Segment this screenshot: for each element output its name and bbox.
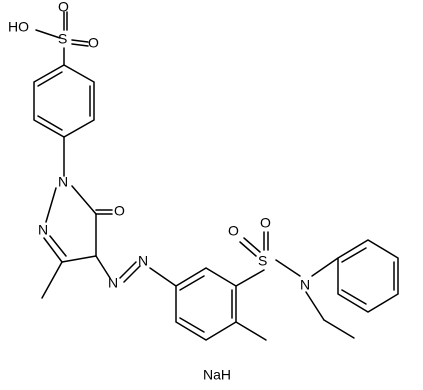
- label-sulfonamide-sulfur: S: [258, 253, 267, 269]
- bond-n1-c5: [71, 185, 97, 215]
- bond-n-phenyl: [311, 257, 339, 277]
- benzene-ring-right-inner-3: [341, 289, 367, 305]
- label-azo-n1: N: [108, 275, 118, 291]
- label-sulfonamide-oxygen-2: O: [260, 215, 271, 231]
- label-sulfonyl-oxygen-top-2: O: [88, 35, 99, 51]
- bond-n-ethyl-1: [305, 291, 325, 321]
- bond-c4-azo: [95, 255, 111, 279]
- label-azo-n2: N: [138, 253, 148, 269]
- benzene-ring-middle-inner-3: [179, 317, 205, 333]
- bond-s-o-right-2: [71, 43, 89, 47]
- benzene-ring-right: [337, 239, 399, 313]
- bond-s2-o-left: [239, 241, 257, 257]
- bond-c3-c4: [61, 255, 97, 263]
- benzene-ring-top: [33, 64, 95, 138]
- bond-n1-n2: [45, 187, 57, 223]
- label-sulfonamide-nitrogen: N: [300, 277, 310, 293]
- label-sulfonyl-sulfur-top: S: [58, 31, 67, 47]
- benzene-ring-top-inner-1: [37, 71, 63, 87]
- benzene-ring-middle: [175, 267, 237, 341]
- bond-azo-double: [119, 261, 137, 279]
- label-pyrazole-n1: N: [58, 174, 68, 190]
- bond-n-ethyl-2: [323, 319, 355, 339]
- label-pyrazole-n2: N: [38, 222, 48, 238]
- label-sulfonamide-oxygen-1: O: [228, 223, 239, 239]
- label-counter-ion: NaH: [203, 367, 231, 383]
- bond-n2-c3-double: [49, 235, 67, 257]
- bond-s2-o-left-2: [243, 237, 261, 253]
- label-hydroxyl: HO: [8, 19, 29, 35]
- bond-ring-s: [235, 269, 265, 287]
- bond-s-o-right: [71, 39, 89, 43]
- bond-c3-methyl: [41, 261, 63, 299]
- bond-s2-n: [275, 259, 301, 277]
- bond-n2-c3: [43, 237, 63, 263]
- label-sulfonyl-oxygen-top-1: O: [58, 0, 69, 15]
- bond-azo-ring: [149, 267, 177, 287]
- benzene-ring-right-inner-1: [341, 247, 367, 263]
- benzene-ring-top-inner-3: [37, 115, 63, 131]
- bonds: [33, 11, 399, 341]
- bond-ho-s: [35, 29, 61, 39]
- bond-ring-methyl: [235, 321, 267, 341]
- label-carbonyl-oxygen: O: [114, 203, 125, 219]
- benzene-ring-middle-inner-1: [179, 275, 205, 291]
- bond-azo-double-2: [123, 265, 141, 283]
- atom-labels: HO S O O N N O N N S O O N NaH: [8, 0, 310, 383]
